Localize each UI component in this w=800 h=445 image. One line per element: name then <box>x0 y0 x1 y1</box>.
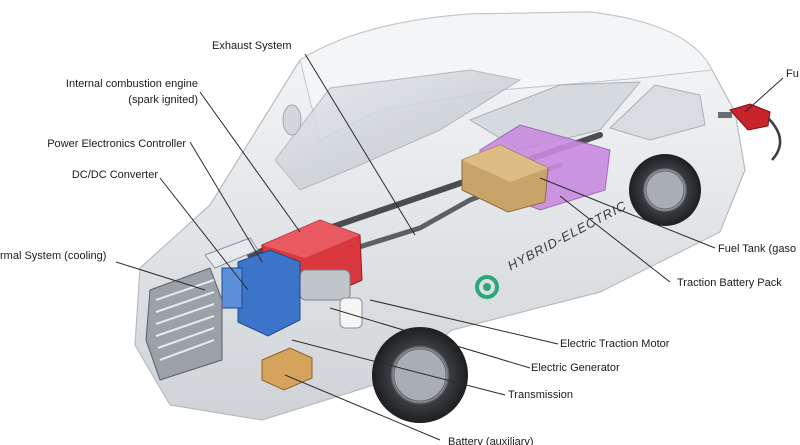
label-fuel-port: Fu <box>786 68 799 80</box>
label-power-electronics: Power Electronics Controller <box>47 138 186 150</box>
rear-window <box>609 84 706 141</box>
headlight <box>204 237 259 269</box>
power-electronics-unit <box>237 249 301 337</box>
dcdc-unit <box>221 267 243 309</box>
generator-block <box>299 269 351 301</box>
side-mirror <box>282 104 302 136</box>
label-ice-line1: Internal combustion engine <box>65 78 198 90</box>
label-electric-traction-motor: Electric Traction Motor <box>560 338 670 350</box>
label-traction-battery-pack: Traction Battery Pack <box>677 277 782 289</box>
radiator-grille <box>145 267 223 381</box>
hybrid-logo-icon <box>475 275 499 299</box>
label-aux-battery: Battery (auxiliary) <box>448 436 534 445</box>
label-electric-generator: Electric Generator <box>531 362 620 374</box>
label-thermal-system: rmal System (cooling) <box>0 250 107 262</box>
aux-battery-shape <box>261 347 313 391</box>
label-ice-line2: (spark ignited) <box>128 94 198 106</box>
label-exhaust-system: Exhaust System <box>212 40 292 52</box>
label-transmission: Transmission <box>508 389 573 401</box>
label-fuel-tank: Fuel Tank (gaso <box>718 243 797 255</box>
car-roof <box>299 11 713 141</box>
white-canister <box>339 297 363 329</box>
windshield <box>274 69 522 191</box>
leader-lines <box>115 53 784 441</box>
fuel-nozzle-icon <box>718 103 782 161</box>
label-dcdc-converter: DC/DC Converter <box>71 169 158 181</box>
